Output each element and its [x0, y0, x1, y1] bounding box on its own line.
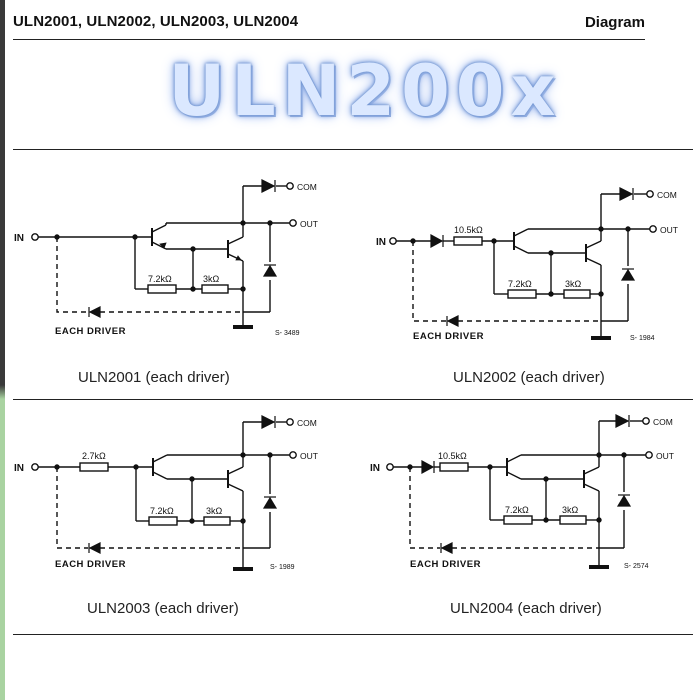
each-driver-label: EACH DRIVER — [55, 559, 126, 570]
circuit-uln2003-schematic: IN COM OUT 2.7kΩ 7.2kΩ 3kΩ EACH DRIVER S… — [14, 415, 318, 571]
resistor-rin-label: 10.5kΩ — [454, 225, 483, 235]
circuit-uln2003: IN COM OUT 2.7kΩ 7.2kΩ 3kΩ EACH DRIVER S… — [0, 402, 330, 592]
figure-id: S- 1989 — [270, 564, 295, 571]
circuit-uln2002: IN COM OUT 10.5kΩ 7.2kΩ 3kΩ EACH DRIVER … — [356, 176, 686, 366]
resistor-r1-label: 7.2kΩ — [150, 506, 174, 516]
section-rule-bottom — [13, 634, 693, 636]
circuit-uln2004: IN COM OUT 10.5kΩ 7.2kΩ 3kΩ EACH DRIVER … — [352, 402, 682, 592]
header-rule — [13, 39, 645, 41]
resistor-r2-label: 3kΩ — [206, 506, 223, 516]
resistor-r2-label: 3kΩ — [203, 274, 220, 284]
header-section-label: Diagram — [584, 14, 645, 31]
resistor-r1-label: 7.2kΩ — [148, 274, 172, 284]
com-label: COM — [657, 190, 677, 200]
circuit-uln2001-schematic: IN COM OUT 7.2kΩ 3kΩ EACH DRIVER S- 3489 — [14, 179, 318, 337]
in-label: IN — [376, 237, 386, 248]
out-label: OUT — [300, 451, 318, 461]
circuit-uln2001: IN COM OUT 7.2kΩ 3kΩ EACH DRIVER S- 3489 — [0, 170, 330, 360]
resistor-r1-label: 7.2kΩ — [505, 505, 529, 515]
resistor-r2-label: 3kΩ — [562, 505, 579, 515]
in-label: IN — [14, 463, 24, 474]
out-label: OUT — [656, 451, 674, 461]
header-title: ULN2001, ULN2002, ULN2003, ULN2004 — [13, 13, 299, 30]
figure-id: S- 2574 — [624, 563, 649, 570]
caption-uln2004: ULN2004 (each driver) — [450, 600, 602, 617]
scan-edge — [0, 0, 5, 700]
out-label: OUT — [300, 219, 318, 229]
in-label: IN — [14, 233, 24, 244]
circuit-uln2004-schematic: IN COM OUT 10.5kΩ 7.2kΩ 3kΩ EACH DRIVER … — [370, 414, 674, 570]
each-driver-label: EACH DRIVER — [55, 326, 126, 337]
com-label: COM — [297, 182, 317, 192]
in-terminal — [31, 233, 39, 241]
section-rule-middle — [13, 399, 693, 401]
caption-uln2002: ULN2002 (each driver) — [453, 369, 605, 386]
figure-id: S- 3489 — [275, 330, 300, 337]
caption-uln2003: ULN2003 (each driver) — [87, 600, 239, 617]
figure-id: S- 1984 — [630, 335, 655, 342]
com-label: COM — [653, 417, 673, 427]
com-label: COM — [297, 418, 317, 428]
circuit-uln2002-schematic: IN COM OUT 10.5kΩ 7.2kΩ 3kΩ EACH DRIVER … — [376, 187, 678, 342]
resistor-r2-label: 3kΩ — [565, 279, 582, 289]
in-label: IN — [370, 463, 380, 474]
resistor-r1-label: 7.2kΩ — [508, 279, 532, 289]
resistor-rin-label: 2.7kΩ — [82, 451, 106, 461]
out-label: OUT — [660, 225, 678, 235]
banner-title: ULN200x — [168, 50, 562, 132]
section-rule-top — [13, 149, 693, 151]
each-driver-label: EACH DRIVER — [410, 559, 481, 570]
caption-uln2001: ULN2001 (each driver) — [78, 369, 230, 386]
each-driver-label: EACH DRIVER — [413, 331, 484, 342]
resistor-rin-label: 10.5kΩ — [438, 451, 467, 461]
